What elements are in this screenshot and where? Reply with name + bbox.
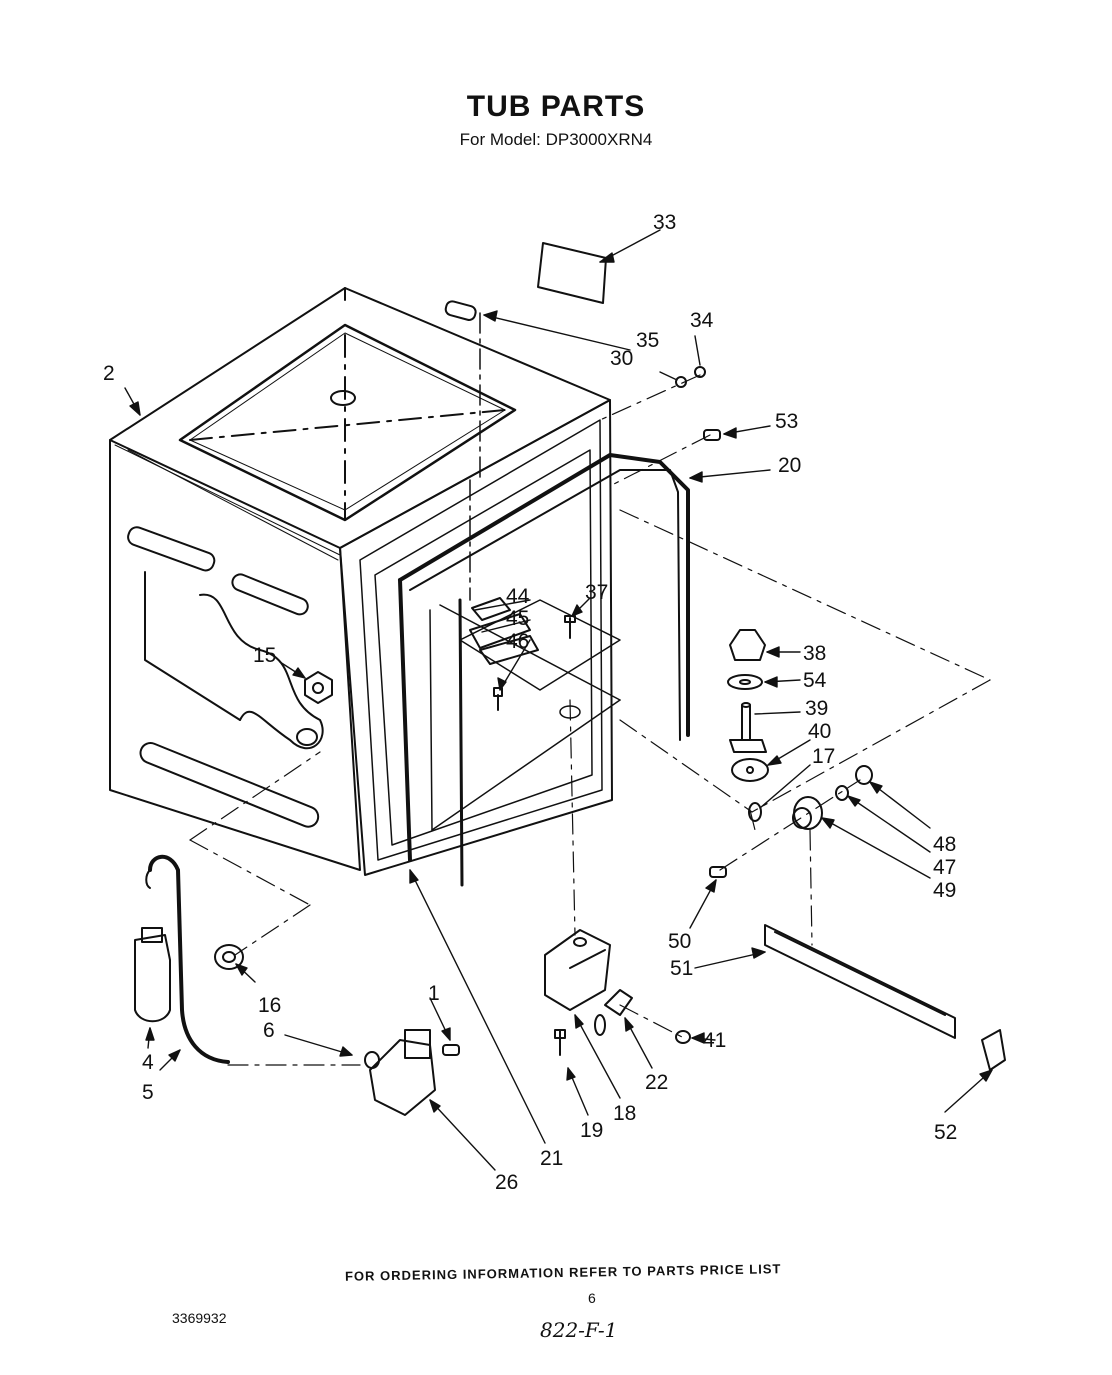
- assembly-lines: [189, 374, 991, 1066]
- tub-front-frame: [339, 399, 613, 876]
- callout-22: 22: [645, 1071, 669, 1094]
- callout-16: 16: [258, 994, 282, 1017]
- document-number: 3369932: [172, 1310, 227, 1326]
- callout-53: 53: [775, 410, 799, 433]
- callout-47: 47: [933, 856, 957, 879]
- callout-51: 51: [670, 957, 694, 980]
- callout-18: 18: [613, 1102, 637, 1125]
- float-4: [134, 927, 171, 1023]
- callout-26: 26: [495, 1171, 519, 1194]
- screw-41: [675, 1030, 691, 1044]
- callout-35: 35: [636, 329, 660, 352]
- callout-38: 38: [803, 642, 827, 665]
- disc-40: [731, 758, 769, 782]
- screw-19: [554, 1029, 566, 1056]
- screw-37: [564, 615, 576, 639]
- callout-39: 39: [805, 697, 829, 720]
- callout-1: 1: [428, 982, 440, 1005]
- callout-44: 44: [506, 585, 530, 608]
- inner-tub: [429, 312, 621, 831]
- callout-49: 49: [933, 879, 957, 902]
- callout-15: 15: [253, 644, 277, 667]
- callout-4: 4: [142, 1051, 154, 1074]
- valve-26: [364, 1029, 436, 1116]
- callout-17: 17: [812, 745, 836, 768]
- callout-20: 20: [778, 454, 802, 477]
- door-gasket: [398, 453, 690, 887]
- model-subtitle: For Model: DP3000XRN4: [459, 130, 653, 149]
- leader-lines: [124, 229, 993, 1171]
- switch-22: [594, 989, 633, 1036]
- screw-1: [442, 1044, 460, 1056]
- roller-49: [792, 796, 823, 830]
- pin-39: [729, 702, 767, 753]
- bumper-16a: [296, 728, 318, 746]
- washer-35: [675, 376, 687, 388]
- callout-30: 30: [610, 347, 634, 370]
- dispenser-18: [544, 929, 611, 1011]
- callout-52: 52: [934, 1121, 958, 1144]
- callout-19: 19: [580, 1119, 604, 1142]
- callout-33: 33: [653, 211, 677, 234]
- label-plate-33: [537, 242, 607, 304]
- screw-50: [709, 866, 727, 878]
- page-number: 6: [588, 1290, 596, 1306]
- callout-5: 5: [142, 1081, 154, 1104]
- hose-5: [145, 854, 230, 1064]
- nut-34: [694, 366, 706, 378]
- callout-41: 41: [703, 1029, 727, 1052]
- rail-51: [764, 924, 956, 1039]
- parts-44-46: [469, 597, 539, 711]
- nut-15: [304, 671, 333, 704]
- callout-46: 46: [506, 630, 530, 653]
- nut-48: [855, 765, 873, 785]
- callout-21: 21: [540, 1147, 564, 1170]
- callout-37: 37: [585, 581, 609, 604]
- callout-6: 6: [263, 1019, 275, 1042]
- spacer-17: [748, 802, 762, 822]
- callout-54: 54: [803, 669, 827, 692]
- washer-54: [727, 674, 763, 690]
- callout-45: 45: [506, 607, 530, 630]
- handwritten-code: 822-F-1: [540, 1318, 618, 1342]
- washer-47: [835, 785, 849, 801]
- callout-48: 48: [933, 833, 957, 856]
- callout-40: 40: [808, 720, 832, 743]
- bracket-30: [444, 300, 477, 321]
- callout-2: 2: [103, 362, 115, 385]
- bracket-52: [981, 1029, 1006, 1071]
- callout-34: 34: [690, 309, 714, 332]
- callout-50: 50: [668, 930, 692, 953]
- grommet-16: [214, 944, 244, 970]
- cap-38: [729, 629, 766, 661]
- page-title: TUB PARTS: [466, 90, 646, 123]
- screw-53: [703, 429, 721, 441]
- tub-body: [109, 287, 611, 871]
